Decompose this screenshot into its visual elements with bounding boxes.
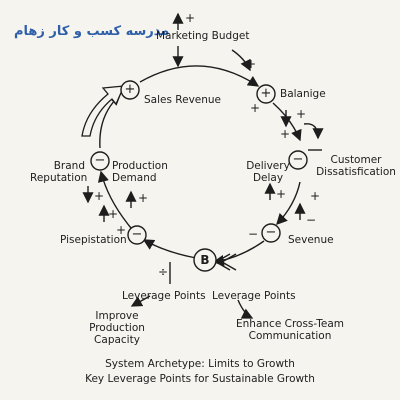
pisepistation-label: Pisepistation [60,234,127,246]
polarity-marketing-budget: + [185,11,196,25]
pisepistation-circle [127,225,147,245]
customer-dissatisfication-label: Customer Dissatisfication [316,154,396,178]
polarity-pisepistation-in: + [116,223,127,237]
improve-production-capacity-label: Improve Production Capacity [89,310,145,346]
polarity-balanige-in: + [250,101,261,115]
polarity-customer-out: + [310,189,321,203]
production-demand-symbol: − [94,153,106,168]
leverage-points-left-label: Leverage Points [122,290,206,302]
delivery-delay-circle [288,150,308,170]
delivery-delay-label: Delivery Delay [246,160,290,184]
sales-revenue-circle [120,80,140,100]
polarity-brand-out: + [108,207,119,221]
production-demand-circle [90,151,110,171]
polarity-customer-in: + [280,127,291,141]
delivery-delay-symbol: − [292,152,304,167]
sevenue-symbol: − [265,225,277,240]
reinforcing-double-arrow [81,85,126,137]
sevenue-label: Sevenue [288,234,334,246]
pisepistation-symbol: − [131,227,143,242]
loop-arc-left-lower [97,170,132,229]
loop-arc-right-lower [276,181,301,226]
balanige-label: Balanige [280,88,326,100]
balanige-circle [256,84,276,104]
balancing-double-arrow-2 [220,253,237,271]
balancing-symbol: B [200,253,210,267]
enhance-cross-team-label: Enhance Cross-Team Communication [236,318,344,342]
polarity-delivery-in: + [276,187,287,201]
production-demand-label: Production Demand [112,160,168,184]
polarity-production-in: + [138,191,149,205]
footer-line-1: System Archetype: Limits to Growth [105,358,295,370]
loop-arc-bottom-left [142,239,197,259]
marketing-to-loop-arrow [231,49,251,72]
sales-revenue-symbol: + [124,82,136,97]
polarity-sevenue-in: − [248,227,259,241]
polarity-balanige-out: + [296,107,307,121]
loop-arc-top [139,65,260,87]
brand-title: مدرسه کسب و کار زهام [14,24,170,39]
polarity-marketing-arrow: + [246,57,257,71]
polarity-brand-in: + [94,189,105,203]
balancing-circle [193,248,217,272]
polarity-leverage-mark: ÷ [158,265,169,279]
brand-reputation-label: Brand Reputation [30,160,88,184]
balanige-symbol: + [260,86,272,101]
sales-revenue-label: Sales Revenue [144,94,222,106]
footer-line-2: Key Leverage Points for Sustainable Grow… [85,373,315,385]
sevenue-circle [261,223,281,243]
polarity-sevenue-mark: − [306,213,317,227]
marketing-budget-label: Marketing Budget [156,30,250,42]
customer-curl-arrow [303,123,324,140]
leverage-right-arrow [237,299,254,319]
leverage-points-right-label: Leverage Points [212,290,296,302]
leverage-left-arrow [130,295,151,307]
